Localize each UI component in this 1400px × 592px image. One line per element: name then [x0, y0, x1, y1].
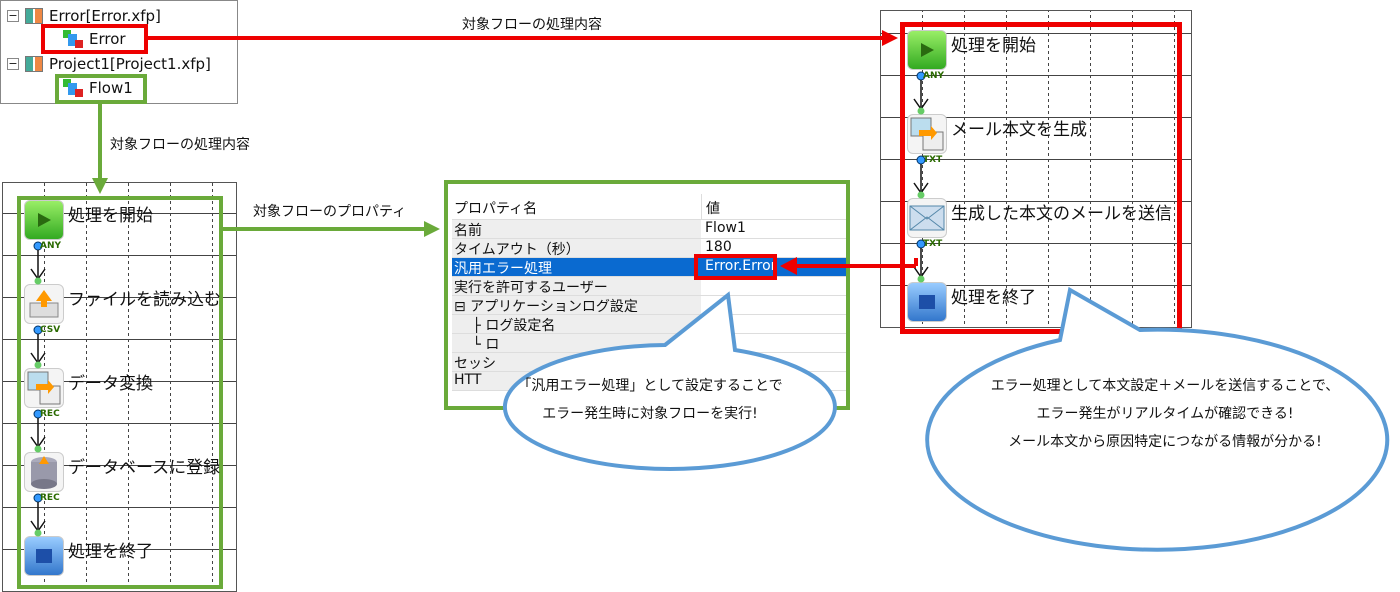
project-icon	[25, 56, 43, 72]
connector-type-label: REC	[40, 409, 60, 419]
property-value[interactable]: Flow1	[705, 220, 746, 236]
project-label: Project1[Project1.xfp]	[49, 55, 211, 73]
node-label: 処理を終了	[68, 541, 153, 562]
property-row[interactable]: ⊟ アプリケーションログ設定	[452, 296, 846, 315]
node-label: 処理を開始	[68, 205, 153, 226]
tree-project-error[interactable]: − Error[Error.xfp]	[7, 5, 161, 27]
stop-icon	[907, 282, 947, 322]
connector-type-label: REC	[40, 493, 60, 503]
highlight-error-flow	[41, 24, 148, 54]
flow1-connector[interactable]: REC	[24, 409, 64, 453]
tree-project-project1[interactable]: − Project1[Project1.xfp]	[7, 53, 211, 75]
error-flow-node[interactable]: 処理を終了	[907, 282, 1036, 322]
node-label: 生成した本文のメールを送信	[951, 203, 1172, 224]
highlight-error-value	[694, 254, 777, 280]
project-label: Error[Error.xfp]	[49, 7, 161, 25]
node-label: 処理を終了	[951, 287, 1036, 308]
flow1-node[interactable]: ファイルを読み込む	[24, 284, 221, 324]
error-flow-connector[interactable]: TXT	[907, 239, 947, 283]
property-name: 汎用エラー処理	[452, 258, 701, 276]
tree-flow-flow1[interactable]: Flow1	[63, 77, 133, 99]
flow1-node[interactable]: 処理を終了	[24, 536, 153, 576]
label-right-arrow: 対象フローのプロパティ	[253, 204, 407, 220]
node-label: データベースに登録	[68, 457, 221, 478]
stop-icon	[24, 536, 64, 576]
flow-icon	[63, 79, 83, 97]
property-name: ├ ログ設定名	[452, 315, 701, 333]
property-row[interactable]: ├ ログ設定名	[452, 315, 846, 334]
database-icon	[24, 452, 64, 492]
property-row[interactable]: 実行を許可するユーザー	[452, 277, 846, 296]
project-icon	[25, 8, 43, 24]
green-arrow-right	[223, 221, 440, 237]
data-convert-icon	[24, 368, 64, 408]
node-label: データ変換	[68, 373, 153, 394]
file-read-icon	[24, 284, 64, 324]
property-name: タイムアウト（秒）	[452, 239, 701, 257]
error-flow-node[interactable]: 処理を開始	[907, 30, 1036, 70]
flow-label: Error	[89, 30, 126, 48]
node-label: ファイルを読み込む	[68, 289, 221, 310]
connector-type-label: CSV	[40, 325, 61, 335]
flow1-connector[interactable]: ANY	[24, 241, 64, 285]
node-label: メール本文を生成	[951, 119, 1087, 140]
callout-left-shape	[502, 291, 837, 471]
data-convert-icon	[907, 114, 947, 154]
property-name: ⊟ アプリケーションログ設定	[452, 296, 701, 314]
play-icon	[907, 30, 947, 70]
header-value: 値	[701, 194, 846, 219]
label-top-arrow: 対象フローの処理内容	[462, 17, 602, 33]
callout-right-text: エラー処理として本文設定＋メールを送信することで、エラー発生がリアルタイムが確認…	[990, 378, 1340, 450]
error-flow-node[interactable]: メール本文を生成	[907, 114, 1087, 154]
callout-right-shape	[925, 286, 1390, 552]
property-value[interactable]: 180	[705, 239, 732, 255]
flow-label: Flow1	[89, 79, 133, 97]
label-down-arrow: 対象フローの処理内容	[110, 137, 250, 153]
collapse-icon[interactable]: −	[7, 9, 19, 22]
flow1-canvas	[2, 182, 237, 592]
red-arrow-top	[148, 30, 898, 46]
play-icon	[24, 200, 64, 240]
green-arrow-down	[92, 104, 108, 194]
connector-type-label: TXT	[923, 239, 943, 249]
highlight-error-canvas	[900, 22, 1182, 334]
error-flow-connector[interactable]: TXT	[907, 155, 947, 199]
connector-type-label: TXT	[923, 155, 943, 165]
connector-type-label: ANY	[40, 241, 62, 251]
error-flow-node[interactable]: 生成した本文のメールを送信	[907, 198, 1172, 238]
callout-left-text: 「汎用エラー処理」として設定することでエラー発生時に対象フローを実行!	[517, 378, 783, 422]
flow1-node[interactable]: データ変換	[24, 368, 153, 408]
property-name: 名前	[452, 220, 701, 238]
flow1-connector[interactable]: CSV	[24, 325, 64, 369]
highlight-flow1	[55, 74, 147, 104]
property-name: 実行を許可するユーザー	[452, 277, 701, 295]
red-arrow-left	[780, 257, 918, 275]
header-name: プロパティ名	[452, 194, 701, 219]
flow1-node[interactable]: 処理を開始	[24, 200, 153, 240]
collapse-icon[interactable]: −	[7, 57, 19, 70]
mail-icon	[907, 198, 947, 238]
error-flow-connector[interactable]: ANY	[907, 71, 947, 115]
tree-flow-error[interactable]: Error	[63, 28, 126, 50]
flow-icon	[63, 30, 83, 48]
project-tree: − Error[Error.xfp] Error − Project1[Projec…	[0, 0, 238, 104]
node-label: 処理を開始	[951, 35, 1036, 56]
connector-type-label: ANY	[923, 71, 945, 81]
flow1-node[interactable]: データベースに登録	[24, 452, 220, 492]
properties-header: プロパティ名値	[452, 194, 846, 220]
property-row[interactable]: タイムアウト（秒）180	[452, 239, 846, 258]
highlight-flow1-canvas	[17, 196, 223, 589]
flow1-connector[interactable]: REC	[24, 493, 64, 537]
